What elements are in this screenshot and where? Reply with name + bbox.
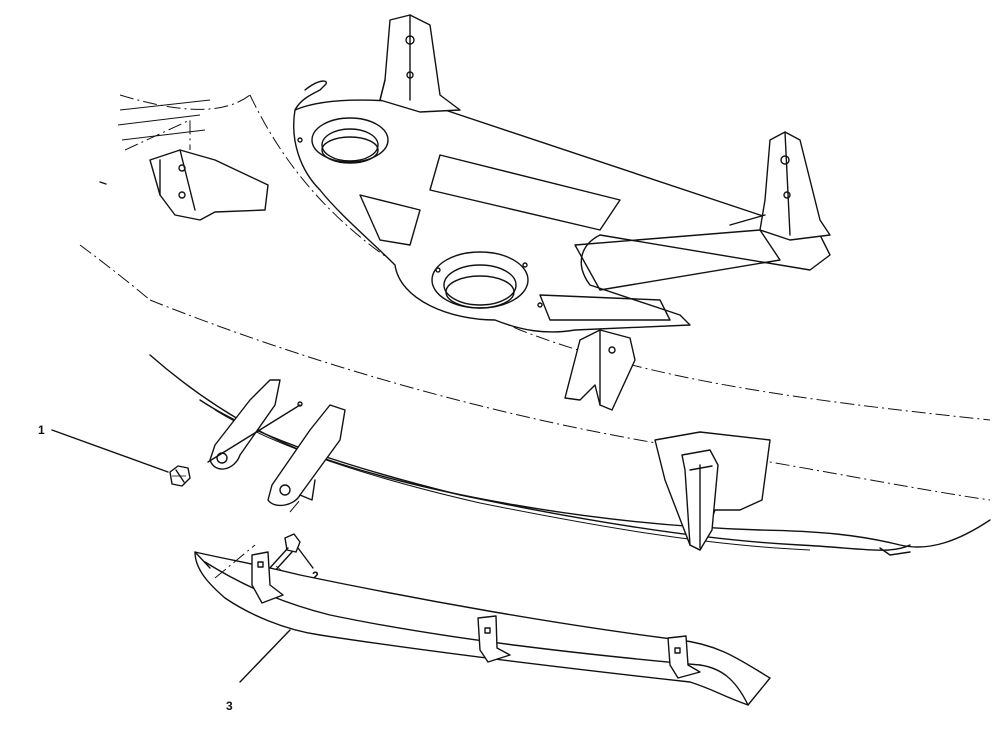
callout-2: 2	[312, 569, 319, 583]
callout-1: 1	[38, 423, 45, 437]
leader-line-3	[239, 629, 291, 683]
leader-line-2	[297, 547, 314, 569]
rear-upright-left	[379, 14, 461, 113]
rear-upright-right	[729, 131, 831, 241]
spindle-frame	[293, 80, 831, 333]
part-nut	[169, 465, 191, 487]
part-skid	[194, 551, 771, 706]
deck-mount-brackets	[207, 379, 346, 507]
rear-left-bracket	[99, 119, 269, 221]
assembly-line	[289, 499, 301, 513]
callout-3: 3	[226, 699, 233, 713]
leader-line-1	[51, 429, 169, 473]
front-hanger-bracket	[564, 329, 636, 411]
front-right-hitch	[654, 431, 771, 551]
deck-housing	[79, 14, 991, 501]
assembly-line	[214, 544, 256, 579]
